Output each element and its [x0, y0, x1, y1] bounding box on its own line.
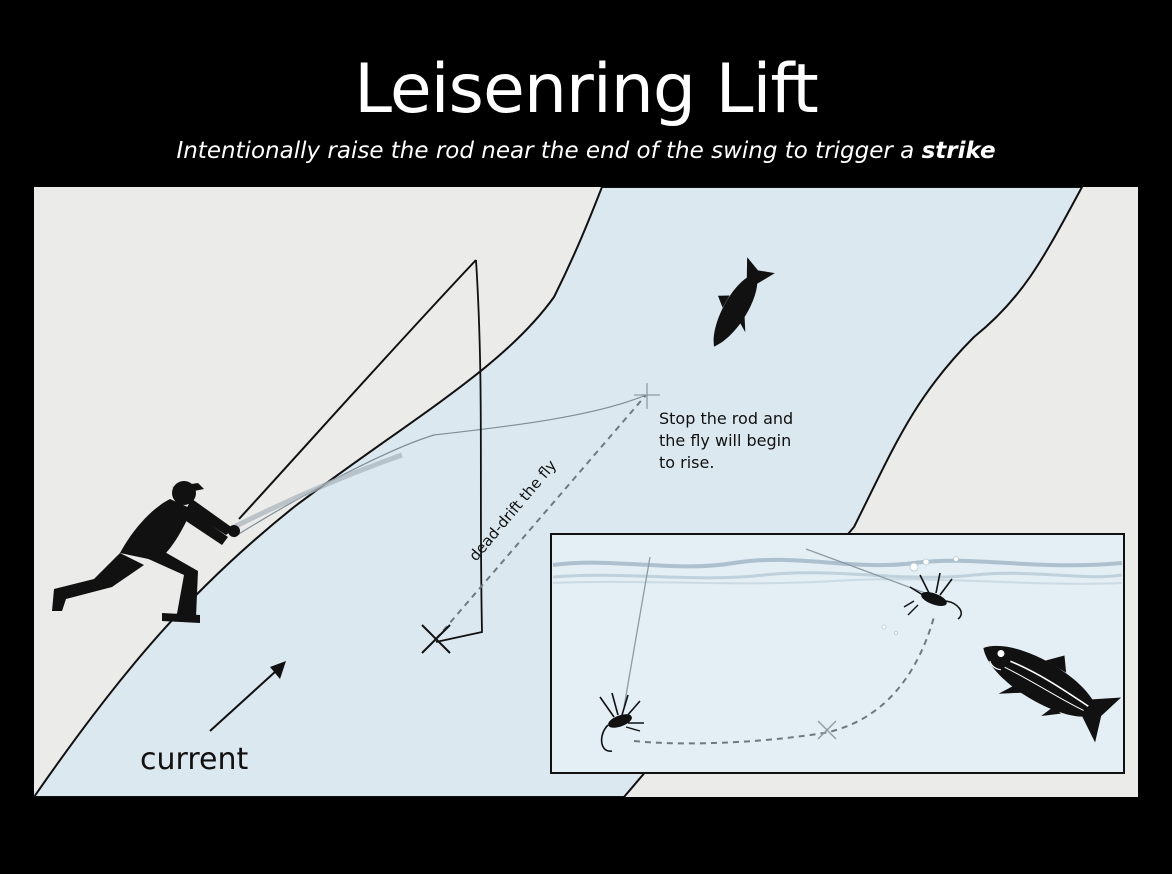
page-title: Leisenring Lift — [0, 44, 1172, 136]
subtitle-emphasis: strike — [922, 138, 996, 164]
stop-note-line-3: to rise. — [659, 453, 714, 472]
stop-note-line-2: the fly will begin — [659, 431, 791, 450]
subtitle-lead: Intentionally raise the rod near the end… — [176, 138, 914, 164]
river-diagram: dead-drift the fly Stop the rod and the … — [34, 187, 1138, 797]
inset-panel — [551, 534, 1125, 773]
current-label: current — [140, 742, 248, 777]
page-subtitle: Intentionally raise the rod near the end… — [0, 134, 1172, 168]
stop-note-line-1: Stop the rod and — [659, 409, 793, 428]
